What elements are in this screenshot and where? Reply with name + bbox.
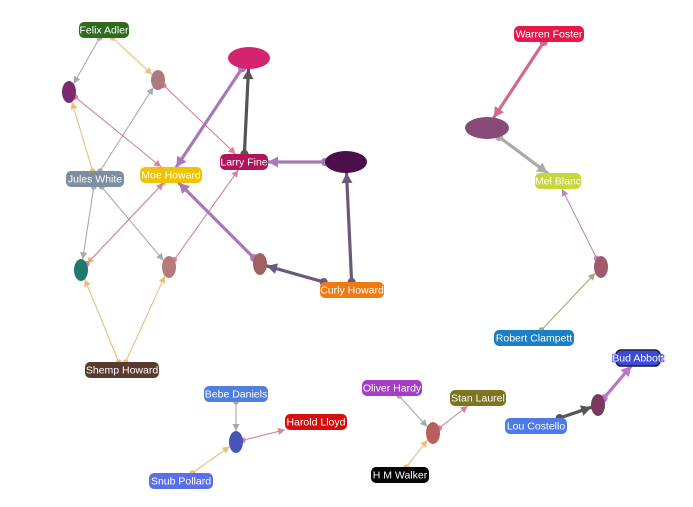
edge-bebe-f10 xyxy=(232,399,240,432)
edge-f9-mel xyxy=(561,188,600,262)
person-node-moe[interactable]: Moe Howard xyxy=(140,167,202,183)
person-node-mel[interactable]: Mel Blanc xyxy=(534,173,582,189)
edge-shemp-f6 xyxy=(122,275,166,365)
film-node[interactable] xyxy=(426,422,440,444)
person-node-warren[interactable]: Warren Foster xyxy=(514,26,584,42)
edge-felix-f1 xyxy=(73,35,103,85)
film-node[interactable] xyxy=(74,259,88,281)
node-label: Shemp Howard xyxy=(86,364,159,376)
edge-f4-larry xyxy=(266,156,329,168)
edge-f1-moe xyxy=(72,94,162,168)
edge-jules-f1 xyxy=(70,101,96,174)
node-label: Stan Laurel xyxy=(451,392,505,404)
person-node-stan[interactable]: Stan Laurel xyxy=(450,390,506,406)
film-node[interactable] xyxy=(253,253,267,275)
node-label: Bud Abbott xyxy=(612,352,663,364)
person-node-lou[interactable]: Lou Costello xyxy=(505,418,567,434)
edge-larry-f3 xyxy=(240,67,254,158)
node-label: Harold Lloyd xyxy=(287,416,346,428)
person-node-felix[interactable]: Felix Adler xyxy=(79,22,130,38)
film-node[interactable] xyxy=(229,431,243,453)
edge-f5-moe xyxy=(84,182,164,267)
person-node-jules[interactable]: Jules White xyxy=(66,171,124,187)
node-label: Robert Clampett xyxy=(496,332,573,344)
edge-f7-moe xyxy=(177,181,259,263)
person-node-snub[interactable]: Snub Pollard xyxy=(149,473,213,489)
person-node-shemp[interactable]: Shemp Howard xyxy=(85,362,159,378)
film-node[interactable] xyxy=(228,47,270,69)
film-node[interactable] xyxy=(162,256,176,278)
node-label: Lou Costello xyxy=(507,420,566,432)
node-label: Jules White xyxy=(68,173,122,185)
node-label: Oliver Hardy xyxy=(363,382,422,394)
edge-oliver-f11 xyxy=(396,393,428,428)
edge-warren-f8 xyxy=(492,38,548,120)
node-label: Curly Howard xyxy=(320,284,384,296)
edge-hm-f11 xyxy=(403,439,429,470)
edge-snub-f10 xyxy=(189,445,231,476)
person-node-curly[interactable]: Curly Howard xyxy=(319,282,385,298)
edge-f12-bud xyxy=(599,364,633,403)
person-node-bebe[interactable]: Bebe Daniels xyxy=(204,386,268,402)
person-node-bud[interactable]: Bud Abbott xyxy=(612,349,665,367)
node-label: Moe Howard xyxy=(141,169,201,181)
node-label: Snub Pollard xyxy=(151,475,211,487)
person-node-hm[interactable]: H M Walker xyxy=(371,467,429,483)
edge-f10-harold xyxy=(240,427,286,444)
node-label: H M Walker xyxy=(373,469,428,481)
edge-curly-f7 xyxy=(265,263,328,286)
film-node[interactable] xyxy=(465,117,509,139)
node-label: Felix Adler xyxy=(79,24,129,36)
edge-curly-f4 xyxy=(341,171,356,286)
person-node-robert[interactable]: Robert Clampett xyxy=(494,330,574,346)
film-node[interactable] xyxy=(594,256,608,278)
edge-f3-moe xyxy=(174,64,247,169)
node-label: Mel Blanc xyxy=(535,175,581,187)
film-node[interactable] xyxy=(62,81,76,103)
edge-jules-f6 xyxy=(98,184,164,261)
edge-jules-f2 xyxy=(97,86,154,174)
edge-shemp-f5 xyxy=(84,278,122,365)
film-node[interactable] xyxy=(325,151,367,173)
node-label: Bebe Daniels xyxy=(205,388,267,400)
edge-robert-f9 xyxy=(538,272,596,333)
person-node-harold[interactable]: Harold Lloyd xyxy=(285,414,347,430)
node-label: Warren Foster xyxy=(516,28,583,40)
edge-f11-stan xyxy=(436,405,469,431)
person-node-oliver[interactable]: Oliver Hardy xyxy=(362,380,423,396)
edge-felix-f2 xyxy=(109,35,153,76)
film-node[interactable] xyxy=(591,394,605,416)
person-node-larry[interactable]: Larry Fine xyxy=(220,154,269,170)
film-node[interactable] xyxy=(151,70,165,90)
edges-layer xyxy=(70,35,633,476)
edge-f8-mel xyxy=(495,133,549,175)
edge-jules-f5 xyxy=(80,184,97,260)
node-label: Larry Fine xyxy=(220,156,267,168)
